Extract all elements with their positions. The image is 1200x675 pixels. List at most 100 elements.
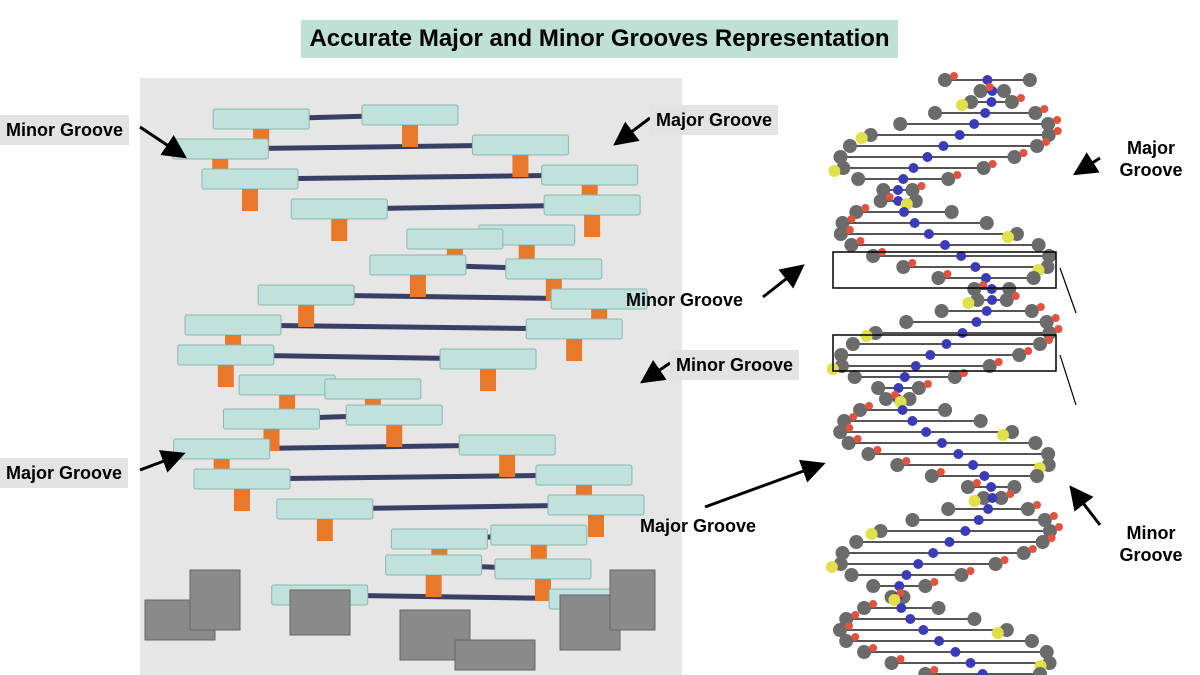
carbon-atom <box>1024 304 1039 318</box>
lego-gray-brick <box>289 589 351 636</box>
phosphorus-atom <box>962 297 975 309</box>
nitrogen-atom <box>973 515 984 525</box>
phosphorus-atom <box>855 132 868 144</box>
lego-orange-beam <box>402 125 418 147</box>
oxygen-atom <box>953 171 962 179</box>
oxygen-atom <box>1045 336 1054 344</box>
carbon-atom <box>833 227 848 241</box>
carbon-atom <box>988 557 1003 571</box>
lego-rung <box>241 472 584 482</box>
nitrogen-atom <box>938 141 949 151</box>
carbon-atom <box>960 480 975 494</box>
label-model-major-line2: Groove <box>1119 160 1183 180</box>
carbon-atom <box>884 656 899 670</box>
oxygen-atom <box>930 578 939 586</box>
nitrogen-atom <box>956 251 967 261</box>
carbon-atom <box>931 271 946 285</box>
carbon-atom <box>941 502 956 516</box>
carbon-atom <box>842 139 857 153</box>
carbon-atom <box>931 601 946 615</box>
nitrogen-atom <box>923 229 934 239</box>
carbon-atom <box>1026 271 1041 285</box>
nitrogen-atom <box>910 361 921 371</box>
carbon-atom <box>1007 150 1022 164</box>
lego-rung <box>249 172 590 182</box>
oxygen-atom <box>869 600 878 608</box>
arrow-lego-major-bottom <box>139 450 186 473</box>
nitrogen-atom <box>922 152 933 162</box>
oxygen-atom <box>908 259 917 267</box>
carbon-atom <box>967 282 982 296</box>
carbon-atom <box>911 381 926 395</box>
carbon-atom <box>973 414 988 428</box>
carbon-atom <box>893 117 908 131</box>
nitrogen-atom <box>899 207 910 217</box>
carbon-atom <box>905 513 920 527</box>
phosphorus-atom <box>865 528 878 540</box>
oxygen-atom <box>847 215 856 223</box>
nitrogen-atom <box>965 658 976 668</box>
phosphorus-atom <box>860 330 873 342</box>
carbon-atom <box>999 293 1014 307</box>
carbon-atom <box>1039 315 1054 329</box>
carbon-atom <box>1016 546 1031 560</box>
oxygen-atom <box>851 611 860 619</box>
oxygen-atom <box>896 655 905 663</box>
arrow-model-major-top <box>1072 152 1101 176</box>
oxygen-atom <box>994 358 1003 366</box>
oxygen-atom <box>950 72 958 80</box>
carbon-atom <box>834 348 849 362</box>
label-lego-minor-groove-top: Minor Groove <box>0 115 130 145</box>
oxygen-atom <box>1000 556 1009 564</box>
nitrogen-atom <box>969 119 980 129</box>
oxygen-atom <box>896 589 905 597</box>
nitrogen-atom <box>986 284 997 294</box>
carbon-atom <box>934 304 949 318</box>
label-model-major-groove-top: Major Groove <box>1100 133 1200 185</box>
phosphorus-atom <box>1001 231 1014 243</box>
oxygen-atom <box>972 479 981 487</box>
phosphorus-atom <box>825 561 838 573</box>
oxygen-atom <box>1006 490 1015 498</box>
nitrogen-atom <box>893 383 904 393</box>
lego-orange-beam <box>480 369 497 391</box>
box-connector-top <box>1059 267 1077 314</box>
lego-orange-beam <box>512 155 529 177</box>
arrow-model-minor-bottom <box>1069 485 1102 526</box>
carbon-atom <box>1020 502 1035 516</box>
carbon-atom <box>938 403 953 417</box>
lego-gray-brick <box>189 569 241 631</box>
oxygen-atom <box>1054 523 1063 531</box>
carbon-atom <box>847 370 862 384</box>
nitrogen-atom <box>941 339 952 349</box>
nitrogen-atom <box>896 603 907 613</box>
lego-orange-beam <box>316 519 333 541</box>
lego-orange-beam <box>499 455 516 477</box>
label-model-minor-line1: Minor <box>1126 523 1176 543</box>
oxygen-atom <box>1036 303 1045 311</box>
carbon-atom <box>1042 326 1057 340</box>
oxygen-atom <box>979 281 988 289</box>
carbon-atom <box>876 183 891 197</box>
carbon-atom <box>1033 337 1048 351</box>
arrow-model-minor-mid <box>762 264 805 299</box>
carbon-atom <box>844 568 859 582</box>
carbon-atom <box>1002 282 1017 296</box>
carbon-atom <box>947 370 962 384</box>
lego-orange-beam <box>409 275 426 297</box>
arrow-lego-major-top <box>613 116 651 146</box>
lego-orange-beam <box>217 365 234 387</box>
carbon-atom <box>1004 95 1019 109</box>
carbon-atom <box>835 216 850 230</box>
carbon-atom <box>918 579 933 593</box>
lego-backbone-plates <box>171 104 648 631</box>
nitrogen-atom <box>968 460 979 470</box>
oxygen-atom <box>861 204 870 212</box>
phosphorus-atom <box>997 429 1010 441</box>
oxygen-atom <box>902 457 911 465</box>
lego-orange-beam <box>566 339 583 361</box>
carbon-atom <box>1024 634 1039 648</box>
lego-orange-beam <box>241 189 258 211</box>
label-model-minor-line2: Groove <box>1119 545 1183 565</box>
carbon-atom <box>994 491 1009 505</box>
